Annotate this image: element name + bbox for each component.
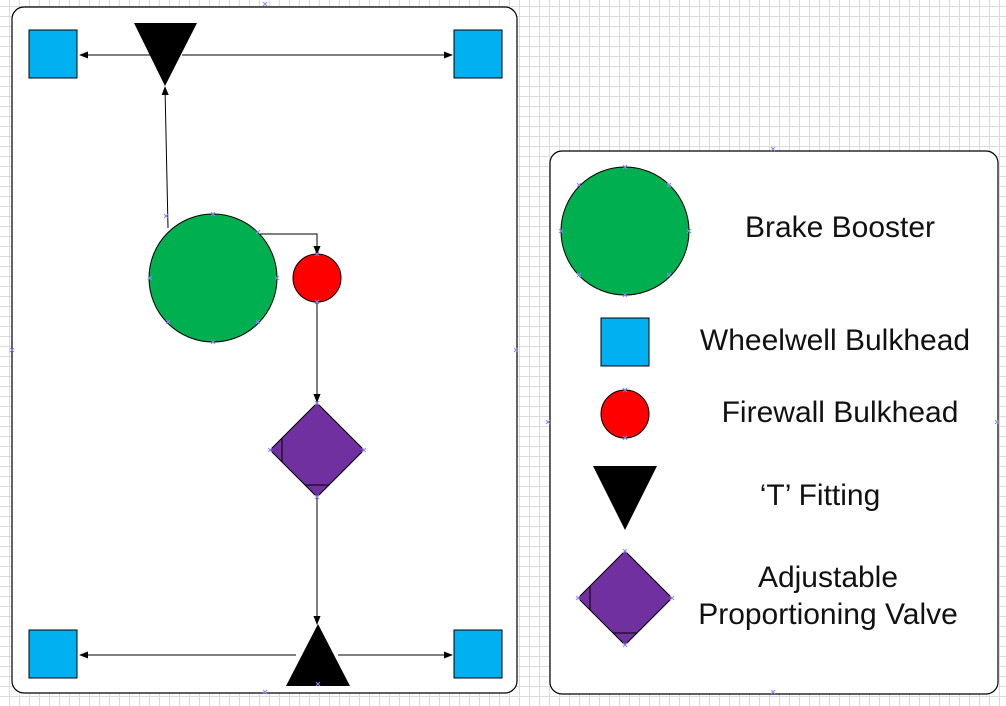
legend-label-t-fitting: ‘T’ Fitting <box>759 479 881 512</box>
wheelwell-bulkhead-bottom-left <box>28 629 78 679</box>
t-fitting-top <box>134 23 197 86</box>
legend-label-brake-booster: Brake Booster <box>744 211 936 244</box>
firewall-bulkhead <box>292 253 342 303</box>
wheelwell-bulkhead-top-right <box>453 29 503 79</box>
connector-booster-to-top-t <box>161 86 169 229</box>
connection-point-markers <box>9 1 519 695</box>
t-fitting-bottom <box>286 624 350 686</box>
legend-t-fitting-icon <box>593 466 657 530</box>
legend-label-firewall-bulkhead: Firewall Bulkhead <box>721 396 959 429</box>
legend-connection-point-markers <box>545 146 1000 695</box>
legend-firewall-bulkhead-icon <box>600 389 650 439</box>
legend-label-proportioning-valve-line2: Proportioning Valve <box>698 598 958 631</box>
legend-label-wheelwell-bulkhead: Wheelwell Bulkhead <box>699 324 971 357</box>
wheelwell-bulkhead-bottom-right <box>453 629 503 679</box>
connector-booster-to-firewall <box>258 233 321 255</box>
wheelwell-bulkhead-top-left <box>28 29 78 79</box>
legend-wheelwell-bulkhead-icon <box>600 317 650 367</box>
legend-label-proportioning-valve-line1: Adjustable <box>757 561 899 594</box>
layout-frame <box>11 6 518 694</box>
